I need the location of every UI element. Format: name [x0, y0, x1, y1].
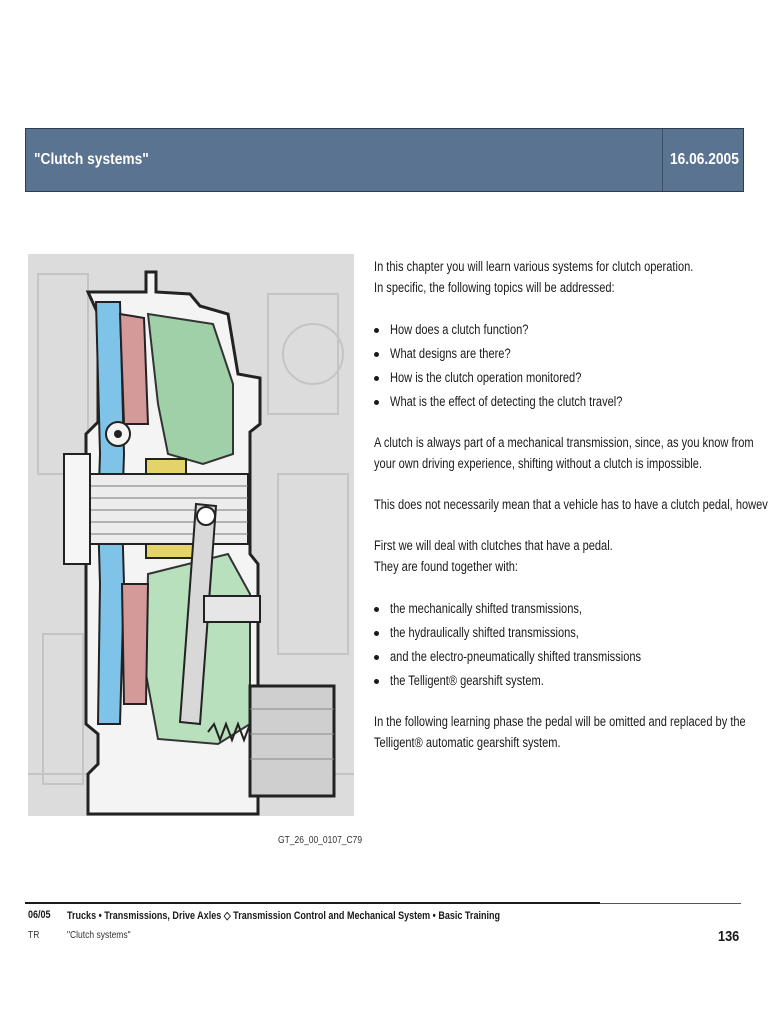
figure-caption: GT_26_00_0107_C79: [278, 835, 363, 846]
transmission-list: the mechanically shifted transmissions, …: [374, 597, 754, 693]
bullet-icon: [374, 631, 379, 636]
intro-line: In specific, the following topics will b…: [374, 280, 615, 295]
paragraph-line: your own driving experience, shifting wi…: [374, 456, 702, 471]
footer-rule: [25, 902, 600, 904]
list-item: How does a clutch function?: [374, 318, 754, 342]
bullet-icon: [374, 376, 379, 381]
header-bar: "Clutch systems" 16.06.2005: [25, 128, 744, 192]
bullet-icon: [374, 328, 379, 333]
body-text: In this chapter you will learn various s…: [374, 256, 768, 753]
paragraph-line: First we will deal with clutches that ha…: [374, 538, 613, 553]
list-item: the hydraulically shifted transmissions,: [374, 621, 754, 645]
bullet-icon: [374, 679, 379, 684]
page-title: "Clutch systems": [34, 151, 149, 168]
paragraph-line: This does not necessarily mean that a ve…: [374, 497, 768, 512]
footer-issue: 06/05: [28, 909, 51, 921]
header-divider: [662, 129, 663, 191]
list-item: the mechanically shifted transmissions,: [374, 597, 754, 621]
list-item: What is the effect of detecting the clut…: [374, 390, 754, 414]
footer-subtitle: "Clutch systems": [67, 930, 131, 941]
list-item: the Telligent® gearshift system.: [374, 669, 754, 693]
page-number: 136: [718, 928, 740, 945]
paragraph-line: They are found together with:: [374, 559, 518, 574]
topic-list: How does a clutch function? What designs…: [374, 318, 754, 414]
list-item: and the electro-pneumatically shifted tr…: [374, 645, 754, 669]
intro-line: In this chapter you will learn various s…: [374, 259, 694, 274]
list-item: How is the clutch operation monitored?: [374, 366, 754, 390]
bullet-icon: [374, 655, 379, 660]
list-item: What designs are there?: [374, 342, 754, 366]
bullet-icon: [374, 607, 379, 612]
bullet-icon: [374, 400, 379, 405]
footer-rule-thin: [600, 903, 741, 904]
paragraph-line: Telligent® automatic gearshift system.: [374, 735, 561, 750]
clutch-cutaway-illustration: [28, 254, 354, 816]
paragraph-line: A clutch is always part of a mechanical …: [374, 435, 754, 450]
header-date: 16.06.2005: [670, 151, 739, 168]
breadcrumb: Trucks • Transmissions, Drive Axles ◇ Tr…: [67, 910, 501, 922]
footer-code: TR: [28, 930, 40, 941]
bullet-icon: [374, 352, 379, 357]
clutch-cutaway-figure: [28, 254, 354, 816]
paragraph-line: In the following learning phase the peda…: [374, 714, 746, 729]
